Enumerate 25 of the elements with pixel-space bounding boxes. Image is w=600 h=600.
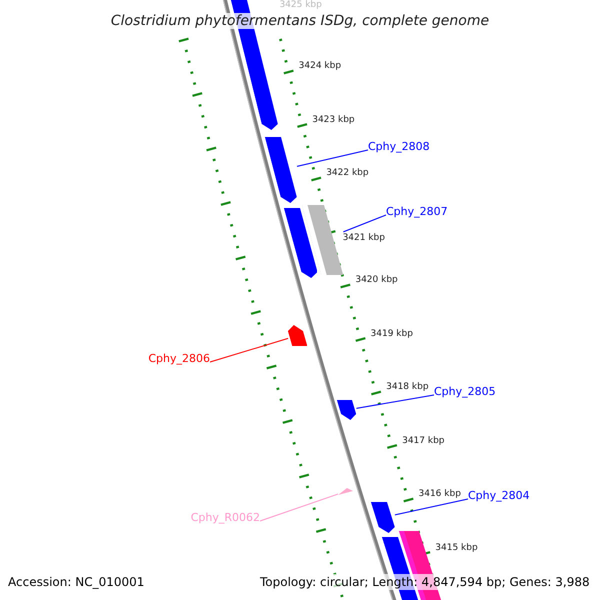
leader-line — [296, 150, 368, 167]
scale-label: 3424 kbp — [298, 60, 342, 73]
gene-label: Cphy_2806 — [148, 353, 210, 365]
info-text: Accession: NC_010001 — [8, 574, 144, 590]
scale-label: 3417 kbp — [402, 434, 445, 448]
scale-label: 3416 kbp — [418, 488, 461, 501]
gene-label: Cphy_2807 — [386, 206, 448, 218]
scale-label: 3425 kbp — [279, 0, 322, 12]
info-text: Topology: circular; Length: 4,847,594 bp; Genes: 3,988 — [260, 574, 590, 590]
scale-label: 3420 kbp — [355, 274, 398, 287]
gene-label: Cphy_2808 — [368, 141, 430, 153]
scale-label: 3422 kbp — [326, 167, 369, 180]
gene-label: Cphy_2804 — [468, 490, 530, 502]
leader-line — [356, 394, 434, 409]
scale-label: 3421 kbp — [342, 232, 385, 244]
gene-label: Cphy_R0062 — [190, 512, 260, 524]
scale-label: 3418 kbp — [386, 381, 429, 394]
leader-line — [260, 494, 338, 522]
leader-line — [342, 214, 386, 232]
leader-line — [394, 498, 468, 516]
scale-label: 3419 kbp — [370, 328, 413, 340]
scale-label: 3415 kbp — [435, 542, 478, 554]
gene-label: Cphy_2805 — [434, 386, 496, 398]
scale-label: 3423 kbp — [312, 114, 355, 126]
leader-line — [210, 338, 289, 362]
